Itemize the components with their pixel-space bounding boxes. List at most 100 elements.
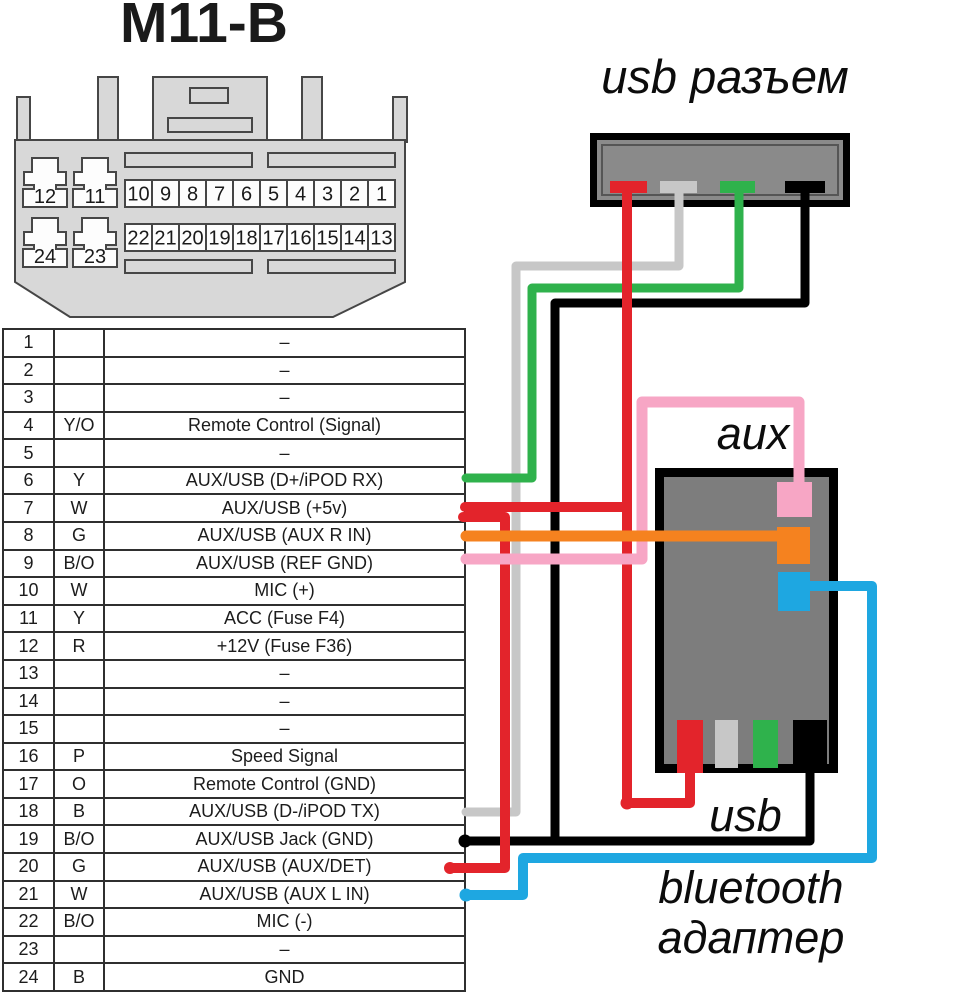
wire-color-cell: B/O <box>53 824 105 854</box>
pin-number: 13 <box>370 228 392 250</box>
pin-number: 18 <box>235 228 257 250</box>
function-cell: AUX/USB (+5v) <box>103 493 466 524</box>
function-cell: Remote Control (GND) <box>103 769 466 799</box>
pin-number: 1 <box>376 184 387 206</box>
pin-number-cell: 6 <box>2 465 55 496</box>
wire-color-cell <box>53 714 105 744</box>
pin-number: 8 <box>187 184 198 206</box>
pin-number-cell: 12 <box>2 631 55 661</box>
bt-pin-aux-left <box>778 572 810 611</box>
pin-number-box <box>367 223 396 252</box>
pin-number-cell: 22 <box>2 907 55 937</box>
usb-connector-box <box>590 133 850 207</box>
housing-tab <box>97 76 119 143</box>
wire-color-cell <box>53 383 105 413</box>
pin-number-box <box>367 179 396 208</box>
function-cell: AUX/USB (AUX L IN) <box>103 879 466 910</box>
large-pin-number: 24 <box>34 246 56 268</box>
function-cell: AUX/USB (D+/iPOD RX) <box>103 465 466 496</box>
function-cell: – <box>103 438 466 468</box>
large-pin-shape <box>72 217 118 268</box>
pin-number-cell: 14 <box>2 686 55 717</box>
function-cell: AUX/USB (REF GND) <box>103 548 466 579</box>
table-row: 14– <box>2 686 466 717</box>
function-cell: – <box>103 383 466 413</box>
bt-usb-pin-black <box>793 720 827 773</box>
bluetooth-adapter-label-line1: bluetooth <box>658 862 844 913</box>
function-cell: Speed Signal <box>103 741 466 772</box>
pin-number-cell: 23 <box>2 934 55 965</box>
pin-number-cell: 15 <box>2 714 55 744</box>
bt-usb-pin-green <box>753 720 778 768</box>
pin-number: 21 <box>154 228 176 250</box>
housing-slot <box>124 259 253 274</box>
bt-usb-pin-red <box>677 720 703 773</box>
large-pin-shape <box>72 157 118 208</box>
housing-tab <box>301 76 323 143</box>
pin-number: 10 <box>127 184 149 206</box>
large-pin-number: 23 <box>84 246 106 268</box>
wire-color-cell: Y/O <box>53 410 105 441</box>
pin-number-cell: 10 <box>2 576 55 606</box>
wire-color-cell: W <box>53 493 105 524</box>
housing-slot <box>267 259 396 274</box>
pin-number-box <box>205 223 234 252</box>
latch-detail <box>189 87 229 104</box>
pin-number: 3 <box>322 184 333 206</box>
table-row: 3– <box>2 383 466 413</box>
wire-color-cell: G <box>53 521 105 551</box>
wire-color-cell <box>53 686 105 717</box>
latch-detail <box>167 117 253 133</box>
wire-color-cell: G <box>53 851 105 882</box>
connector-title: M11-B <box>120 0 288 55</box>
usb-pin-green <box>720 181 755 193</box>
bluetooth-adapter-label: bluetooth адаптер <box>645 862 857 964</box>
usb-connector-label: usb разъем <box>601 50 849 103</box>
pin-number-cell: 21 <box>2 879 55 910</box>
bluetooth-adapter-label-line2: адаптер <box>657 912 845 964</box>
function-cell: – <box>103 658 466 689</box>
table-row: 1– <box>2 328 466 358</box>
pin-number: 19 <box>208 228 230 250</box>
pin-number-cell: 20 <box>2 851 55 882</box>
housing-slot <box>124 152 253 168</box>
large-pin-number: 12 <box>34 186 56 208</box>
wire-color-cell <box>53 438 105 468</box>
wire-color-cell: W <box>53 576 105 606</box>
function-cell: GND <box>103 962 466 992</box>
function-cell: – <box>103 714 466 744</box>
wire-color-cell: O <box>53 769 105 799</box>
wire-color-cell: R <box>53 631 105 661</box>
function-cell: Remote Control (Signal) <box>103 410 466 441</box>
wire-color-cell <box>53 328 105 358</box>
housing-tab <box>16 96 31 143</box>
bt-pin-aux-right <box>777 527 810 564</box>
bt-usb-pin-white <box>715 720 738 768</box>
pin-number: 17 <box>262 228 284 250</box>
wire-color-cell: B <box>53 796 105 827</box>
pin-number: 22 <box>127 228 149 250</box>
wire-color-cell <box>53 658 105 689</box>
pin-number: 16 <box>289 228 311 250</box>
pin-number: 4 <box>295 184 306 206</box>
wire-color-cell <box>53 355 105 386</box>
wire-usb-data-minus <box>461 181 684 817</box>
housing-tab <box>392 96 408 143</box>
pin-number: 7 <box>214 184 225 206</box>
function-cell: AUX/USB Jack (GND) <box>103 824 466 854</box>
pin-number: 2 <box>349 184 360 206</box>
